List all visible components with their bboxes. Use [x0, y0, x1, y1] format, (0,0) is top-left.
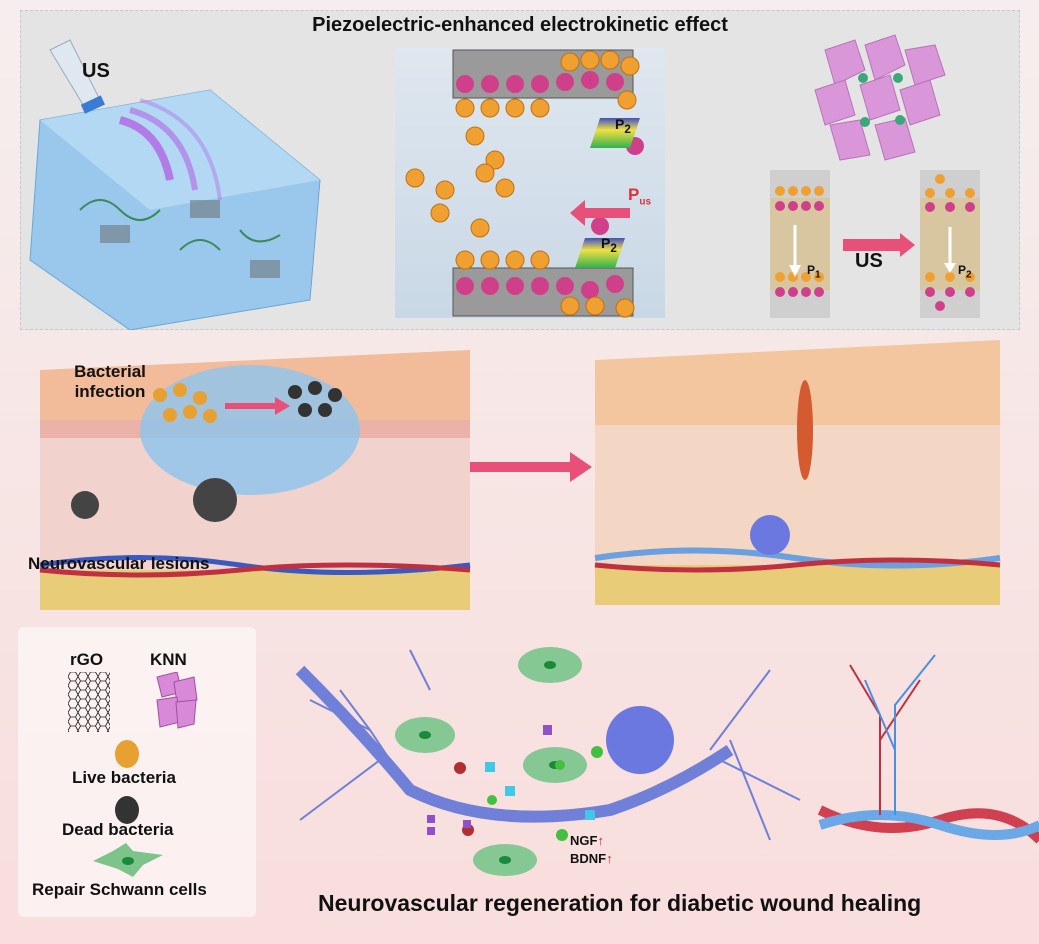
- bdnf-up-arrow-icon: ↑: [606, 851, 613, 866]
- legend-dead-bacteria-label: Dead bacteria: [62, 820, 174, 839]
- legend-schwann-label: Repair Schwann cells: [32, 880, 207, 899]
- piezo-polarization-diagram: [770, 170, 980, 318]
- knn-crystal-illustration: [814, 34, 946, 161]
- polarization-p2-bottom: [575, 238, 625, 268]
- p2-label: P2: [958, 263, 972, 281]
- bacterial-infection-label: Bacterial infection: [74, 362, 146, 401]
- healing-arrow: [470, 452, 592, 482]
- pus-label: Pus: [628, 185, 652, 208]
- ultrasound-probe-icon: [49, 39, 105, 114]
- ngf-up-arrow-icon: ↑: [597, 833, 604, 848]
- legend-knn-label: KNN: [150, 650, 187, 669]
- mechanism-title: Piezoelectric-enhanced electrokinetic ef…: [312, 14, 728, 36]
- capacitor-us-label: US: [855, 250, 883, 272]
- polarization-p2-top: [590, 118, 640, 148]
- bottom-title: Neurovascular regeneration for diabetic …: [318, 890, 922, 916]
- dead-bacteria-icon: [115, 796, 139, 824]
- neurovascular-regeneration-illustration: [295, 647, 1039, 876]
- legend-rgo-label: rGO: [70, 650, 104, 669]
- hydrogel-illustration: [29, 39, 321, 330]
- p2-label-top: P2: [615, 116, 631, 136]
- bdnf-label: BDNF↑: [570, 851, 613, 866]
- neurovascular-lesions-label: Neurovascular lesions: [28, 554, 210, 573]
- us-arrow: [843, 233, 915, 257]
- ngf-label: NGF↑: [570, 833, 604, 848]
- rgo-sheet-icon: [68, 672, 110, 732]
- pus-arrow: [570, 200, 630, 226]
- negative-charges: [456, 71, 644, 299]
- electrokinetic-diagram: [405, 49, 644, 318]
- schwann-cell-icon: [93, 843, 163, 877]
- p2-label-bottom: P2: [601, 235, 617, 255]
- legend-live-bacteria-label: Live bacteria: [72, 768, 176, 787]
- live-bacteria-icon: [115, 740, 139, 768]
- blood-vessels: [817, 654, 1039, 844]
- skin-illustrations: [39, 340, 1001, 610]
- healed-skin-block: [594, 340, 1001, 605]
- knn-crystal-icon: [156, 672, 198, 729]
- positive-charges: [405, 50, 640, 318]
- wound-skin-block: [39, 350, 471, 610]
- p1-label: P1: [807, 263, 821, 281]
- us-label: US: [82, 60, 110, 82]
